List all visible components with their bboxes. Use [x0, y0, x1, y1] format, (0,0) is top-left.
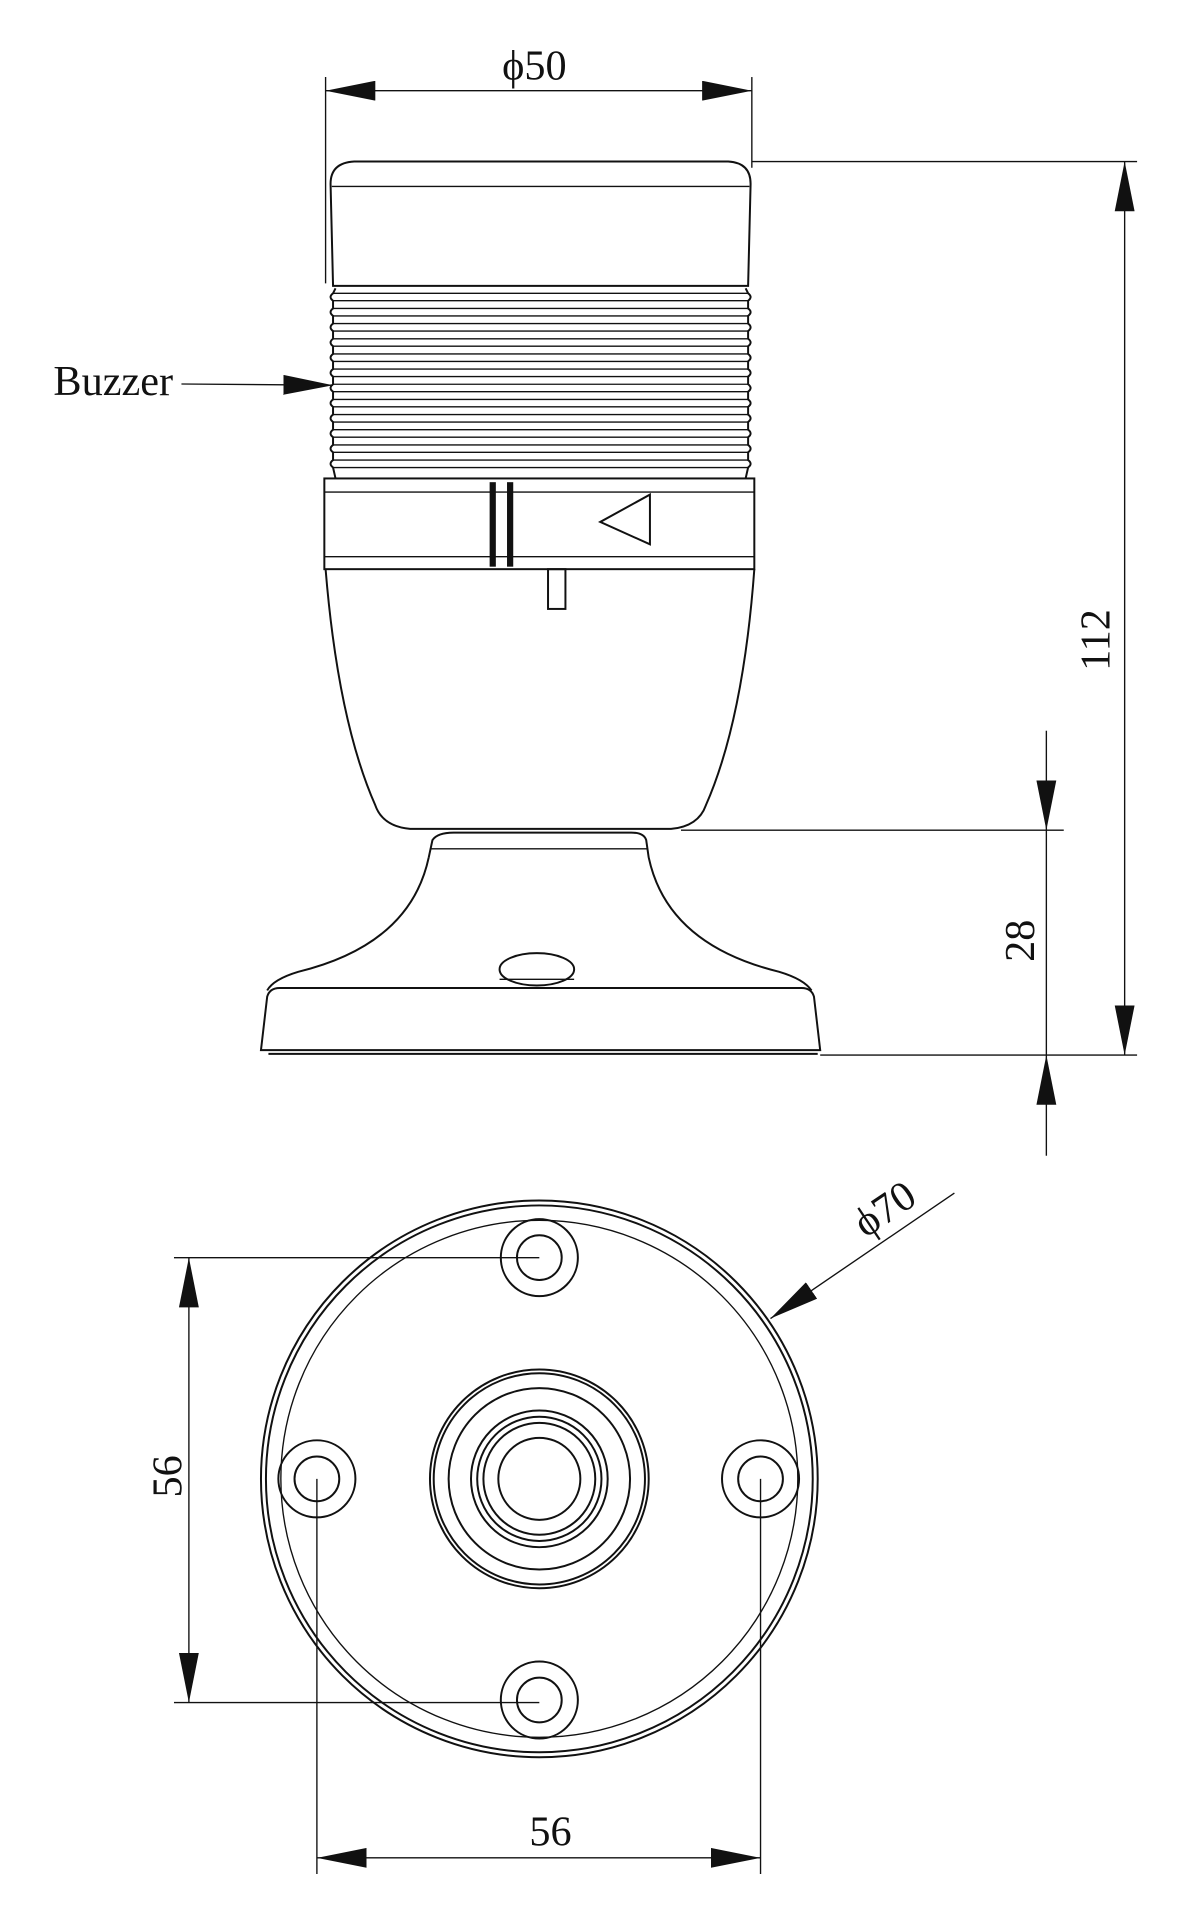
center-boss	[428, 1368, 650, 1590]
buzzer-label: Buzzer	[53, 358, 173, 405]
base-height-label: 28	[997, 920, 1044, 962]
bottom-view: 56 56 ϕ70	[144, 1172, 955, 1875]
dimension-overall-height: 112	[751, 160, 1138, 1056]
side-view: ϕ50 Buzzer 112 28	[53, 43, 1138, 1156]
lower-body	[324, 569, 756, 830]
base-flare	[266, 857, 813, 992]
neck	[427, 831, 650, 858]
base-plate	[259, 986, 822, 1052]
dimension-top-diameter: ϕ50	[324, 43, 753, 284]
top-diameter-label: ϕ50	[502, 43, 566, 90]
dimension-hole-spacing-horizontal: 56	[316, 1478, 762, 1875]
buzzer-callout: Buzzer	[53, 358, 334, 405]
collar	[323, 477, 756, 571]
base-diameter-label: ϕ70	[845, 1172, 925, 1247]
dimension-hole-spacing-vertical: 56	[144, 1256, 540, 1704]
top-cap	[329, 160, 752, 287]
overall-height-label: 112	[1073, 609, 1120, 671]
hole-spacing-horizontal-label: 56	[529, 1808, 571, 1855]
hole-spacing-vertical-label: 56	[144, 1455, 191, 1497]
triangle-mark-icon	[598, 492, 651, 546]
buzzer-ribs	[329, 287, 752, 479]
base-outer-circle	[259, 1199, 819, 1759]
alignment-mark	[489, 482, 496, 567]
base-bump	[498, 952, 576, 987]
key-tab	[547, 568, 567, 610]
dimension-base-height: 28	[681, 730, 1064, 1156]
dimension-base-diameter: ϕ70	[770, 1172, 955, 1320]
